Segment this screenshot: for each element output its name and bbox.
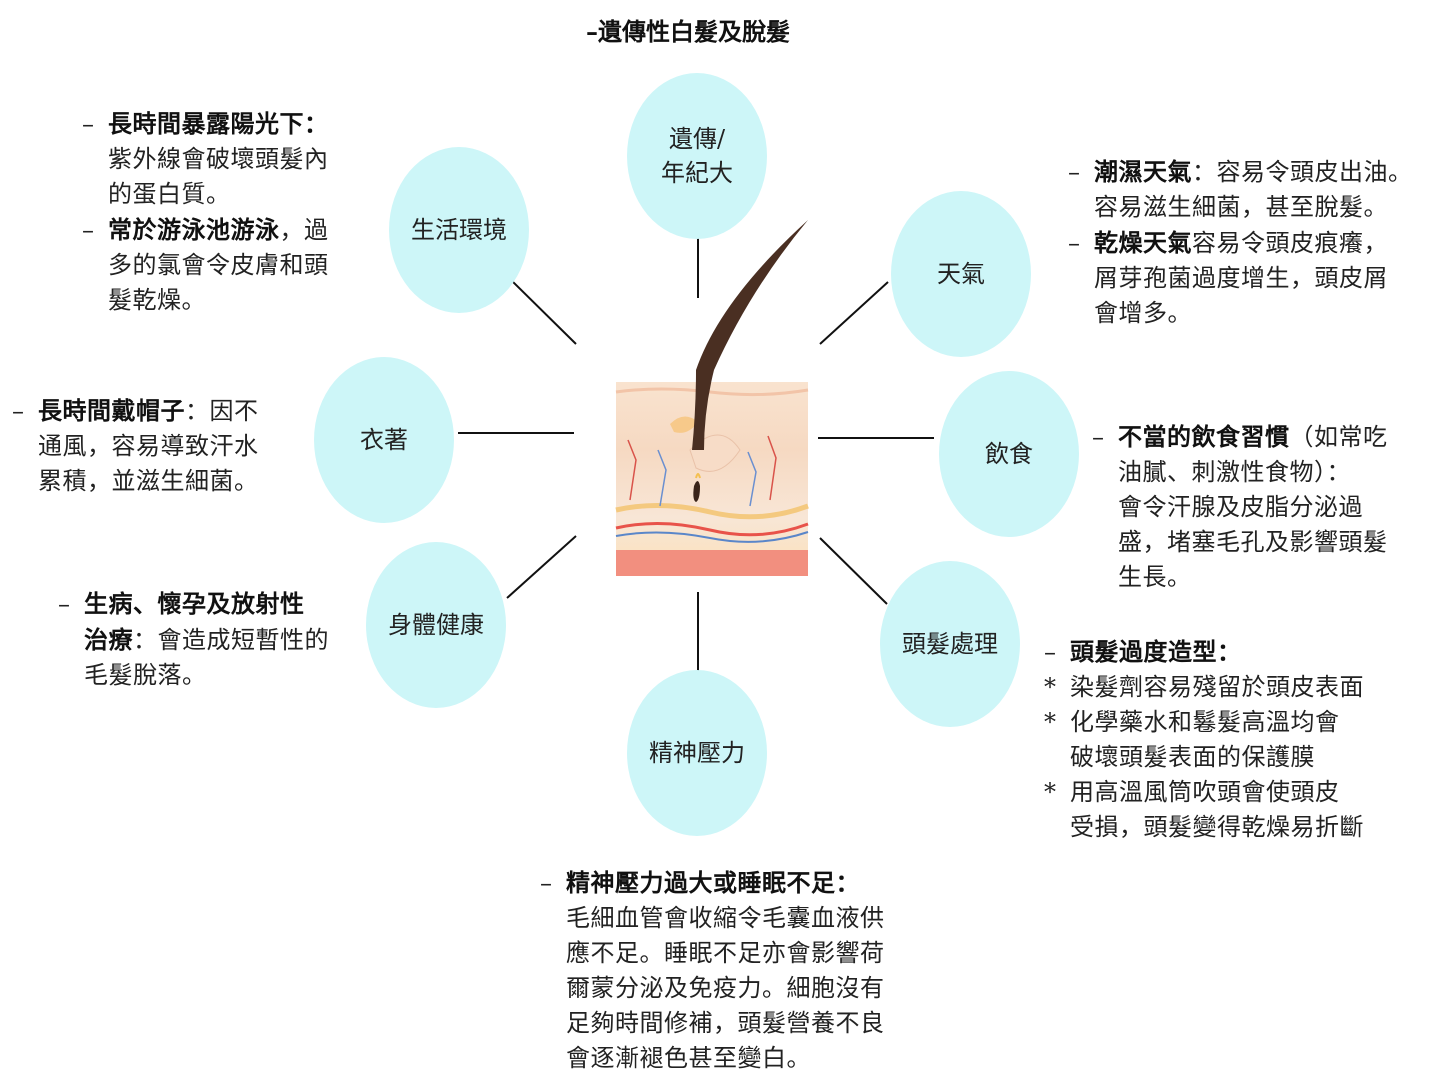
diet-item1-rest: （如常吃 [1289,423,1388,451]
stress-line5: 足夠時間修補，頭髮營養不良 [566,1009,885,1037]
clothing-item1-rest: ：因不 [185,397,259,425]
lifestyle-item1-colon: ： [304,109,329,138]
note-stress: –精神壓力過大或睡眠不足： 毛細血管會收縮令毛囊血液供 應不足。睡眠不足亦會影響… [540,868,885,1072]
connector-weather [819,281,889,345]
star-bullet-icon: * [1044,778,1057,806]
weather-item2-line3: 會增多。 [1094,299,1192,327]
bubble-hair-treatment: 頭髮處理 [880,561,1020,727]
lifestyle-item1-line2: 紫外線會破壞頭髮內 [108,145,329,173]
weather-item2-heading: 乾燥天氣 [1094,228,1192,257]
diet-item1-line4: 盛，堵塞毛孔及影響頭髮 [1118,528,1388,556]
bubble-hair-treatment-label: 頭髮處理 [902,630,998,658]
note-clothing: –長時間戴帽子：因不 通風，容易導致汗水 累積，並滋生細菌。 [12,396,259,495]
star-bullet-icon: * [1044,673,1057,701]
hair-treatment-star3: 用高溫風筒吹頭會使頭皮 [1070,778,1340,806]
connector-lifestyle [506,275,577,345]
bubble-stress-label: 精神壓力 [649,739,745,767]
lifestyle-item1-line3: 的蛋白質。 [108,180,231,208]
stress-line3: 應不足。睡眠不足亦會影響荷 [566,939,885,967]
stress-line6: 會逐漸褪色甚至變白。 [566,1044,811,1072]
health-item1-line3: 毛髮脫落。 [84,661,207,689]
bubble-heredity-line2: 年紀大 [661,159,733,187]
lifestyle-item2-line3: 髮乾燥。 [108,286,206,314]
bubble-diet: 飲食 [939,371,1079,537]
note-diet: –不當的飲食習慣（如常吃 油膩、刺激性食物）： 會令汗腺及皮脂分泌過 盛，堵塞毛… [1092,422,1388,591]
star-bullet-icon: * [1044,708,1057,736]
lifestyle-item2-rest: ，過 [279,216,329,244]
health-item1-heading: 生病、懷孕及放射性 [84,589,305,618]
bubble-weather-label: 天氣 [937,260,985,288]
bubble-clothing-label: 衣著 [360,426,408,454]
lifestyle-item1-heading: 長時間暴露陽光下 [108,109,304,138]
bubble-weather: 天氣 [891,191,1031,357]
hair-treatment-colon: ： [1217,637,1242,666]
diet-item1-line5: 生長。 [1118,563,1192,591]
connector-hair-treatment [819,537,888,605]
bubble-health-label: 身體健康 [388,611,484,639]
diet-item1-heading: 不當的飲食習慣 [1118,422,1290,451]
bubble-stress: 精神壓力 [627,670,767,836]
note-weather: –潮濕天氣：容易令頭皮出油。 容易滋生細菌，甚至脫髮。 –乾燥天氣容易令頭皮痕癢… [1068,157,1413,327]
weather-item2-line2: 屑芽孢菌過度增生，頭皮屑 [1094,264,1388,292]
weather-item1-rest: ：容易令頭皮出油。 [1192,158,1413,186]
stress-line2: 毛細血管會收縮令毛囊血液供 [566,904,885,932]
weather-item1-line2: 容易滋生細菌，甚至脫髮。 [1094,193,1388,221]
weather-item1-heading: 潮濕天氣 [1094,157,1192,186]
connector-health [506,535,577,599]
clothing-item1-heading: 長時間戴帽子 [38,396,185,425]
weather-item2-rest: 容易令頭皮痕癢， [1192,229,1388,257]
note-lifestyle: –長時間暴露陽光下： 紫外線會破壞頭髮內 的蛋白質。 –常於游泳池游泳，過 多的… [82,109,329,314]
hair-treatment-star1: 染髮劑容易殘留於頭皮表面 [1070,673,1364,701]
stress-line4: 爾蒙分泌及免疫力。細胞沒有 [566,974,885,1002]
hair-treatment-heading: 頭髮過度造型 [1070,637,1217,666]
lifestyle-item2-line2: 多的氯會令皮膚和頭 [108,251,329,279]
diet-item1-line2: 油膩、刺激性食物）： [1118,458,1351,486]
hair-treatment-star2: 化學藥水和鬈髮高溫均會 [1070,708,1340,736]
hair-treatment-star2-line2: 破壞頭髮表面的保護膜 [1070,743,1315,771]
clothing-item1-line2: 通風，容易導致汗水 [38,432,259,460]
note-hair-treatment: –頭髮過度造型： *染髮劑容易殘留於頭皮表面 *化學藥水和鬈髮高溫均會 破壞頭髮… [1044,637,1364,841]
clothing-item1-line3: 累積，並滋生細菌。 [38,467,259,495]
stress-colon: ： [835,868,860,897]
lifestyle-item2-heading: 常於游泳池游泳 [108,215,280,244]
health-item1-line2-rest: ：會造成短暫性的 [133,626,329,654]
hair-follicle-illustration [615,220,809,576]
diet-item1-line3: 會令汗腺及皮脂分泌過 [1118,493,1363,521]
health-item1-line2-heading: 治療 [84,625,133,654]
bubble-health: 身體健康 [366,542,506,708]
bubble-diet-label: 飲食 [985,440,1033,468]
bubble-clothing: 衣著 [314,357,454,523]
bubble-lifestyle: 生活環境 [389,147,529,313]
note-health: –生病、懷孕及放射性 治療：會造成短暫性的 毛髮脫落。 [58,589,329,689]
diagram-title: –遺傳性白髮及脫髮 [586,17,790,46]
hair-treatment-star3-line2: 受損，頭髮變得乾燥易折斷 [1070,813,1364,841]
stress-heading: 精神壓力過大或睡眠不足 [566,868,836,897]
bubble-heredity: 遺傳/ 年紀大 [627,73,767,239]
bubble-heredity-line1: 遺傳/ [668,125,726,153]
bubble-lifestyle-label: 生活環境 [411,216,507,244]
